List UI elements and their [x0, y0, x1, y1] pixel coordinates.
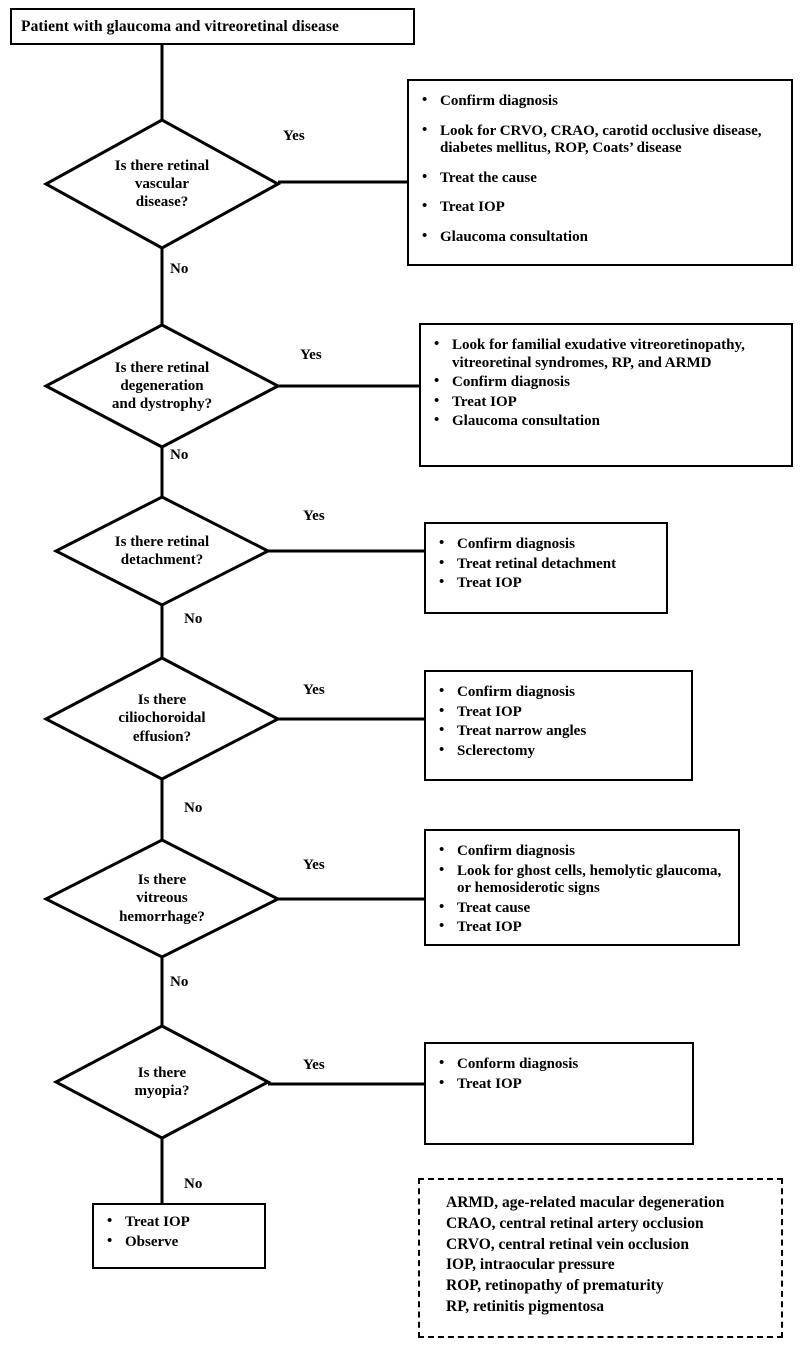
decision-label: Is there ciliochoroidal effusion?	[72, 691, 253, 746]
decision-myopia[interactable]: Is there myopia?	[56, 1026, 268, 1138]
decision-retinal-vascular-disease[interactable]: Is there retinal vascular disease?	[46, 120, 278, 248]
decision-label-line: effusion?	[132, 728, 192, 745]
decision-label-line: Is there	[137, 872, 187, 889]
action-list: Look for familial exudative vitreoretino…	[431, 336, 783, 431]
diamond-shape-d4	[42, 656, 282, 781]
legend-entry: RP, retinitis pigmentosa	[446, 1297, 605, 1315]
decision-label: Is there retinal degeneration and dystro…	[72, 359, 253, 414]
edge-label-no-d1: No	[170, 261, 189, 277]
decision-label-line: ciliochoroidal	[118, 710, 206, 727]
decision-ciliochoroidal-effusion[interactable]: Is there ciliochoroidal effusion?	[46, 658, 278, 779]
action-item: Confirm diagnosis	[431, 373, 783, 392]
decision-label-line: disease?	[135, 194, 189, 211]
action-item: Sclerectomy	[436, 742, 683, 761]
edge-label-yes-d1: Yes	[283, 128, 305, 144]
edge-label-no-d4: No	[184, 800, 203, 816]
legend-entry: ARMD, age-related macular degeneration	[446, 1194, 725, 1211]
edge-label-no-d5: No	[170, 974, 189, 990]
terminal-item: Observe	[104, 1233, 256, 1252]
action-item: Look for ghost cells, hemolytic glaucoma…	[436, 862, 730, 898]
legend-entry: CRVO, central retinal vein occlusion	[446, 1235, 689, 1253]
action-item: Treat retinal detachment	[436, 555, 658, 574]
decision-vitreous-hemorrhage[interactable]: Is there vitreous hemorrhage?	[46, 840, 278, 957]
action-list: Confirm diagnosis Look for ghost cells, …	[436, 842, 730, 937]
decision-label: Is there retinal vascular disease?	[72, 157, 253, 212]
decision-label: Is there vitreous hemorrhage?	[72, 871, 253, 926]
action-item: Treat cause	[436, 899, 730, 918]
decision-label-line: Is there retinal	[114, 359, 210, 376]
action-box-myopia[interactable]: Conform diagnosis Treat IOP	[424, 1042, 694, 1145]
decision-label-line: degeneration	[120, 377, 204, 394]
action-item: Treat IOP	[436, 918, 730, 937]
action-item: Look for familial exudative vitreoretino…	[431, 336, 783, 372]
decision-retinal-degeneration-dystrophy[interactable]: Is there retinal degeneration and dystro…	[46, 325, 278, 447]
action-item: Glaucoma consultation	[431, 412, 783, 431]
legend-entry: ROP, retinopathy of prematurity	[446, 1277, 664, 1295]
action-item: Confirm diagnosis	[419, 92, 783, 111]
decision-label-line: Is there retinal	[114, 533, 210, 550]
edge-label-no-d6: No	[184, 1176, 203, 1192]
decision-label: Is there retinal detachment?	[79, 533, 244, 570]
decision-label-line: Is there	[137, 692, 187, 709]
action-list: Confirm diagnosis Treat retinal detachme…	[436, 535, 658, 593]
terminal-box-treat-iop-observe[interactable]: Treat IOP Observe	[92, 1203, 266, 1269]
action-item: Treat IOP	[431, 393, 783, 412]
edge-label-no-d3: No	[184, 611, 203, 627]
action-item: Conform diagnosis	[436, 1055, 684, 1074]
action-item: Treat the cause	[419, 169, 783, 188]
action-list: Confirm diagnosis Look for CRVO, CRAO, c…	[419, 92, 783, 247]
action-item: Confirm diagnosis	[436, 683, 683, 702]
start-node-label: Patient with glaucoma and vitreoretinal …	[21, 17, 339, 35]
diamond-shape-d2	[42, 323, 282, 449]
edge-label-yes-d6: Yes	[303, 1057, 325, 1073]
action-item: Treat IOP	[436, 1075, 684, 1094]
abbreviation-legend: ARMD, age-related macular degeneration C…	[418, 1178, 783, 1338]
edge-label-yes-d5: Yes	[303, 857, 325, 873]
action-list: Conform diagnosis Treat IOP	[436, 1055, 684, 1094]
terminal-list: Treat IOP Observe	[104, 1213, 256, 1252]
action-item: Treat IOP	[419, 198, 783, 217]
decision-label-line: detachment?	[120, 552, 204, 568]
action-item: Treat IOP	[436, 574, 658, 593]
diamond-shape-d3	[52, 495, 272, 607]
diamond-shape-d5	[42, 838, 282, 959]
decision-label-line: vitreous	[136, 890, 188, 907]
decision-label-line: Is there retinal	[114, 157, 210, 174]
decision-label-line: myopia?	[134, 1083, 190, 1099]
action-box-ciliochoroidal-effusion[interactable]: Confirm diagnosis Treat IOP Treat narrow…	[424, 670, 693, 781]
decision-label-line: Is there	[137, 1064, 187, 1081]
diamond-shape-d1	[42, 118, 282, 250]
action-box-vitreous-hemorrhage[interactable]: Confirm diagnosis Look for ghost cells, …	[424, 829, 740, 946]
action-box-retinal-vascular-disease[interactable]: Confirm diagnosis Look for CRVO, CRAO, c…	[407, 79, 793, 266]
decision-label-line: vascular	[134, 175, 190, 192]
decision-label: Is there myopia?	[79, 1064, 244, 1101]
decision-label-line: and dystrophy?	[111, 396, 213, 413]
action-item: Confirm diagnosis	[436, 842, 730, 861]
legend-entry: CRAO, central retinal artery occlusion	[446, 1214, 704, 1232]
diamond-shape-d6	[52, 1024, 272, 1140]
decision-retinal-detachment[interactable]: Is there retinal detachment?	[56, 497, 268, 605]
terminal-item: Treat IOP	[104, 1213, 256, 1232]
action-item: Glaucoma consultation	[419, 228, 783, 247]
action-box-retinal-detachment[interactable]: Confirm diagnosis Treat retinal detachme…	[424, 522, 668, 614]
edge-label-yes-d4: Yes	[303, 682, 325, 698]
action-item: Confirm diagnosis	[436, 535, 658, 554]
edge-label-yes-d2: Yes	[300, 347, 322, 363]
legend-entry: IOP, intraocular pressure	[446, 1256, 615, 1274]
action-list: Confirm diagnosis Treat IOP Treat narrow…	[436, 683, 683, 761]
action-box-retinal-degeneration-dystrophy[interactable]: Look for familial exudative vitreoretino…	[419, 323, 793, 467]
edge-label-no-d2: No	[170, 447, 189, 463]
action-item: Treat narrow angles	[436, 722, 683, 741]
action-item: Treat IOP	[436, 703, 683, 722]
action-item: Look for CRVO, CRAO, carotid occlusive d…	[419, 122, 783, 158]
edge-label-yes-d3: Yes	[303, 508, 325, 524]
decision-label-line: hemorrhage?	[119, 908, 205, 925]
start-node[interactable]: Patient with glaucoma and vitreoretinal …	[10, 8, 415, 45]
